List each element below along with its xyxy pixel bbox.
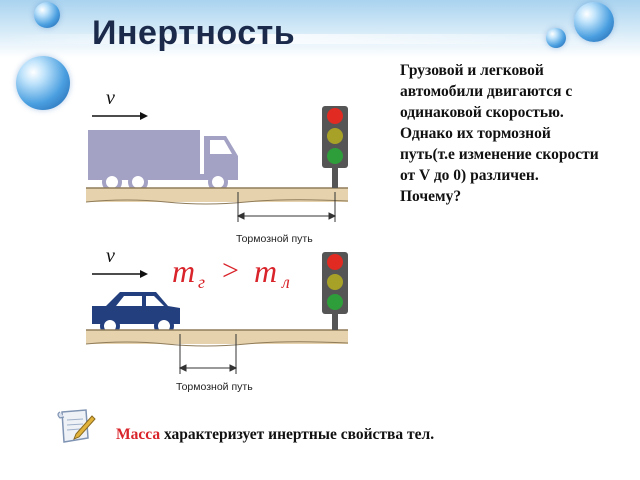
conclusion-rest: характеризует инертные свойства тел. — [160, 426, 434, 443]
bubble-decoration — [546, 28, 566, 48]
braking-label-car: Тормозной путь — [176, 381, 253, 393]
svg-text:>: > — [222, 254, 239, 287]
traffic-light-icon — [322, 252, 348, 330]
conclusion-accent: Масса — [116, 426, 160, 443]
slide-description: Грузовой и легковой автомобили двигаются… — [400, 60, 600, 207]
velocity-symbol: v — [106, 245, 115, 267]
road-bottom — [86, 330, 348, 346]
svg-text:г: г — [198, 272, 205, 292]
bubble-decoration — [16, 56, 70, 110]
mass-relation: m г > m л — [172, 253, 290, 292]
svg-text:m: m — [172, 253, 195, 289]
svg-text:m: m — [254, 253, 277, 289]
truck-icon — [88, 130, 238, 190]
bubble-decoration — [574, 2, 614, 42]
inertia-figure: v — [86, 74, 364, 400]
velocity-arrow — [92, 270, 148, 278]
car-icon — [92, 292, 180, 334]
note-scroll-icon — [52, 404, 96, 448]
velocity-symbol: v — [106, 87, 115, 109]
braking-label-truck: Тормозной путь — [236, 233, 313, 245]
svg-text:л: л — [281, 272, 290, 292]
road-top — [86, 188, 348, 204]
traffic-light-icon — [322, 106, 348, 188]
velocity-arrow — [92, 112, 148, 120]
slide-title: Инертность — [92, 14, 295, 53]
conclusion-text: Масса характеризует инертные свойства те… — [116, 426, 434, 444]
bubble-decoration — [34, 2, 60, 28]
